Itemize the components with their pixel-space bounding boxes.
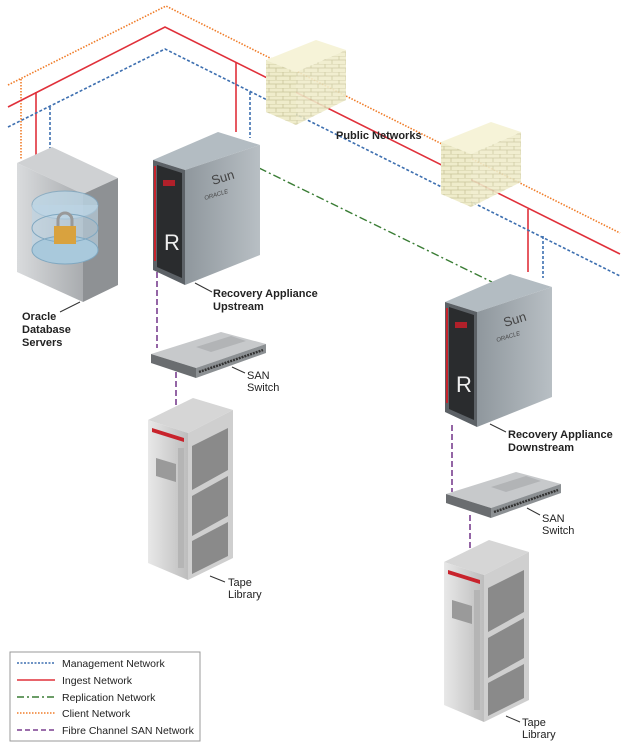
tape-library-label: Tape Library (522, 717, 556, 741)
tape-library-icon (444, 540, 529, 722)
svg-text:R: R (456, 372, 472, 397)
legend: Management Network Ingest Network Replic… (9, 651, 201, 742)
legend-item-fibre-channel: Fibre Channel SAN Network (17, 725, 195, 737)
legend-item-client: Client Network (17, 708, 131, 720)
firewall-icon (266, 40, 346, 125)
management-network-line (7, 48, 621, 278)
svg-text:Management Network: Management Network (62, 658, 165, 670)
legend-item-ingest: Ingest Network (17, 675, 133, 687)
svg-text:R: R (164, 230, 180, 255)
svg-text:Sun: Sun (501, 309, 528, 330)
oracle-database-server-icon (17, 147, 118, 302)
legend-item-replication: Replication Network (17, 692, 156, 704)
san-switch-label: SAN Switch (247, 370, 279, 394)
san-switch-icon (444, 470, 563, 520)
downstream-label: Recovery Appliance Downstream (508, 429, 616, 454)
svg-text:Client Network: Client Network (62, 708, 131, 720)
svg-text:Fibre Channel SAN Network: Fibre Channel SAN Network (62, 725, 195, 737)
legend-item-management: Management Network (17, 658, 165, 670)
padlock-icon (54, 226, 76, 244)
recovery-appliance-upstream-icon: Sun ORACLE R (153, 132, 260, 285)
svg-text:Sun: Sun (209, 167, 236, 188)
db-servers-label: Oracle Database Servers (22, 311, 74, 349)
client-network-line (7, 5, 621, 234)
replication-network-line (258, 167, 493, 283)
firewall-icon (441, 122, 521, 207)
recovery-appliance-downstream-icon: Sun ORACLE R (445, 274, 552, 427)
svg-text:Ingest Network: Ingest Network (62, 675, 133, 687)
public-networks-label: Public Networks (336, 130, 422, 142)
svg-text:Replication Network: Replication Network (62, 692, 156, 704)
san-switch-label: SAN Switch (542, 513, 574, 537)
upstream-label: Recovery Appliance Upstream (213, 288, 321, 313)
tape-library-icon (148, 398, 233, 580)
fibre-channel-line (156, 272, 471, 552)
tape-library-label: Tape Library (228, 577, 262, 601)
